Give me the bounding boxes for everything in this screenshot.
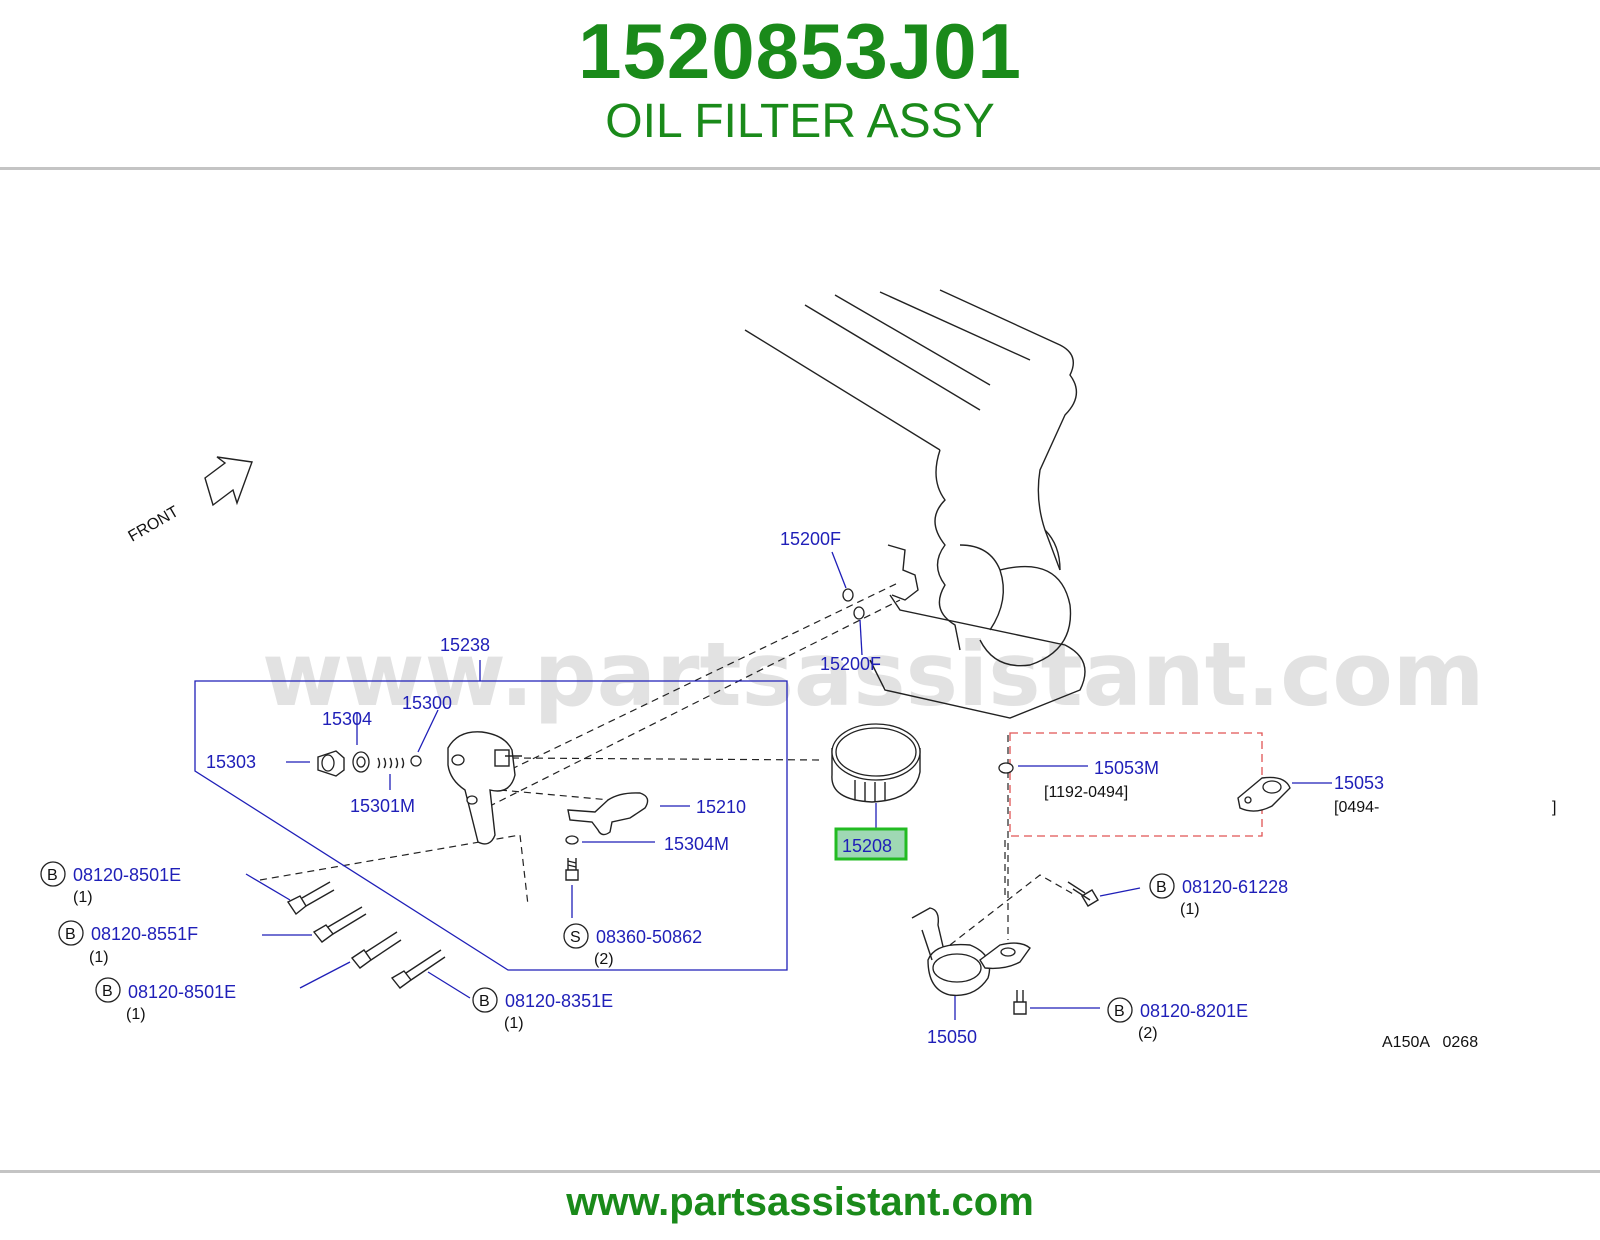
header-divider <box>0 167 1600 170</box>
label-15053M[interactable]: 15053M <box>1094 758 1159 778</box>
o-ring-15200F-b <box>853 606 865 620</box>
label-15304M[interactable]: 15304M <box>664 834 729 854</box>
bracket-plate-15210 <box>567 792 649 836</box>
qty-08120-61228: (1) <box>1180 901 1200 918</box>
flange-15053 <box>1237 776 1291 812</box>
callout-b-08120-8351E[interactable]: B 08120-8351E (1) <box>472 987 613 1032</box>
bolt-08120-8201E <box>1013 990 1027 1015</box>
callout-b-08120-8551F[interactable]: B 08120-8551F (1) <box>58 920 198 966</box>
label-08120-8501E-a[interactable]: 08120-8501E <box>73 865 181 885</box>
assembly-group-15238-box <box>194 680 788 971</box>
label-15303[interactable]: 15303 <box>206 752 256 772</box>
label-15200F-a[interactable]: 15200F <box>780 529 841 549</box>
b-prefix: B <box>1114 1003 1125 1020</box>
filter-bracket-part <box>447 731 522 845</box>
label-08360-50862[interactable]: 08360-50862 <box>596 927 702 947</box>
footer-url[interactable]: www.partsassistant.com <box>566 1180 1034 1224</box>
label-15050[interactable]: 15050 <box>927 1027 977 1047</box>
b-prefix: B <box>479 993 490 1010</box>
qty-08120-8501E-a: (1) <box>73 889 93 906</box>
leader-15200F-a <box>831 551 847 589</box>
label-15200F-b[interactable]: 15200F <box>820 654 881 674</box>
bolt-08120-8501E-b <box>350 931 402 969</box>
bolt-08360-50862 <box>565 858 579 881</box>
leader-15200F-b <box>859 619 863 656</box>
leader-08120-8501E-a <box>245 873 291 901</box>
drawing-code: A150A 0268 <box>1382 1034 1478 1051</box>
gasket-15053M <box>998 762 1014 774</box>
relief-spring-15301M <box>377 757 405 769</box>
oil-filter-15208 <box>831 723 921 803</box>
date-range-15053-end: ] <box>1552 799 1556 816</box>
watermark: www.partsassistant.com <box>262 623 1485 726</box>
label-15238[interactable]: 15238 <box>440 635 490 655</box>
front-arrow-icon <box>204 456 253 507</box>
b-prefix: B <box>1156 879 1167 896</box>
label-15300[interactable]: 15300 <box>402 693 452 713</box>
qty-08360-50862: (2) <box>594 951 614 968</box>
qty-08120-8501E-b: (1) <box>126 1006 146 1023</box>
callout-b-08120-61228[interactable]: B 08120-61228 (1) <box>1149 873 1288 918</box>
label-08120-8201E[interactable]: 08120-8201E <box>1140 1001 1248 1021</box>
leader-08120-8351E <box>427 971 471 999</box>
label-15208[interactable]: 15208 <box>842 836 892 856</box>
leader-08120-8501E-b <box>299 961 351 989</box>
label-15053[interactable]: 15053 <box>1334 773 1384 793</box>
washer-15304M <box>565 835 579 845</box>
o-ring-15200F-a <box>842 588 854 602</box>
label-15210[interactable]: 15210 <box>696 797 746 817</box>
label-08120-61228[interactable]: 08120-61228 <box>1182 877 1288 897</box>
relief-ball-15300 <box>410 755 422 767</box>
date-range-15053M: [1192-0494] <box>1044 784 1128 801</box>
oil-strainer-15050 <box>911 907 1031 997</box>
b-prefix: B <box>47 867 58 884</box>
bolt-08120-61228 <box>1067 881 1099 907</box>
callout-b-08120-8201E[interactable]: B 08120-8201E (2) <box>1107 997 1248 1042</box>
date-range-15053-start: [0494- <box>1334 799 1379 816</box>
callout-s-08360-50862[interactable]: S 08360-50862 (2) <box>563 923 702 968</box>
part-name-subtitle: OIL FILTER ASSY <box>605 95 995 148</box>
leader-15300 <box>417 709 439 753</box>
footer-divider <box>0 1170 1600 1173</box>
part-number-title: 1520853J01 <box>578 7 1022 95</box>
front-label: FRONT <box>126 503 182 545</box>
s-prefix: S <box>570 929 581 946</box>
bolt-08120-8501E-a <box>286 881 335 916</box>
label-08120-8351E[interactable]: 08120-8351E <box>505 991 613 1011</box>
label-15304[interactable]: 15304 <box>322 709 372 729</box>
highlighted-part-box <box>834 827 908 861</box>
relief-valve-plug-15303 <box>317 750 345 777</box>
callout-b-08120-8501E-b[interactable]: B 08120-8501E (1) <box>95 977 236 1023</box>
qty-08120-8351E: (1) <box>504 1015 524 1032</box>
engine-block-outline <box>744 289 1086 719</box>
qty-08120-8201E: (2) <box>1138 1025 1158 1042</box>
b-prefix: B <box>102 983 113 1000</box>
callout-b-08120-8501E-a[interactable]: B 08120-8501E (1) <box>40 861 181 906</box>
label-08120-8551F[interactable]: 08120-8551F <box>91 924 198 944</box>
leader-08120-61228 <box>1099 887 1141 897</box>
assembly-dashed-lines <box>259 581 1076 946</box>
bolt-08120-8351E <box>390 949 446 989</box>
header: 1520853J01 OIL FILTER ASSY <box>0 0 1600 170</box>
b-prefix: B <box>65 926 76 943</box>
label-08120-8501E-b[interactable]: 08120-8501E <box>128 982 236 1002</box>
bolt-08120-8551F <box>312 906 367 943</box>
label-15301M[interactable]: 15301M <box>350 796 415 816</box>
qty-08120-8551F: (1) <box>89 949 109 966</box>
